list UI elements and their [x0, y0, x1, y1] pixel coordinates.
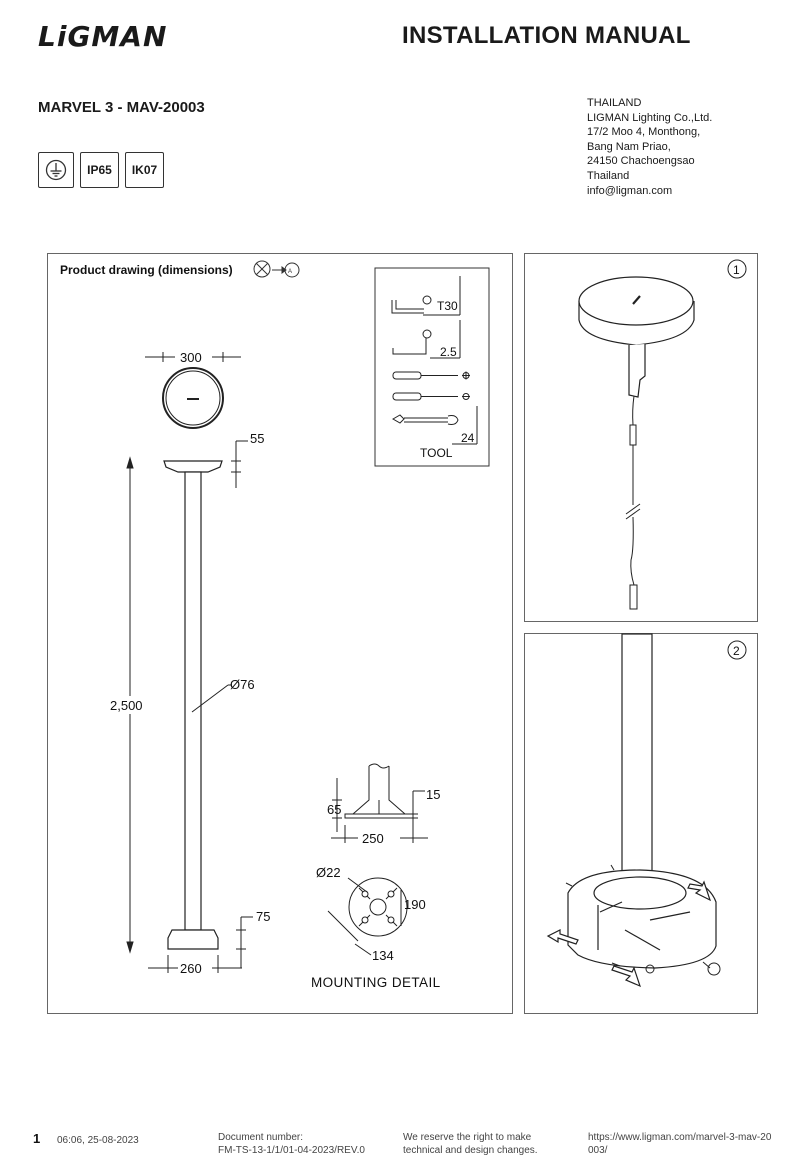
removal-arrows — [546, 880, 712, 988]
svg-text:A: A — [288, 269, 292, 275]
mounting-detail-label: MOUNTING DETAIL — [311, 975, 441, 990]
dim-22 — [347, 877, 368, 893]
dim-bolt-hole: Ø22 — [316, 865, 341, 880]
page-number: 1 — [33, 1131, 41, 1146]
dim-15 — [408, 790, 425, 830]
tool-t30-label: T30 — [437, 299, 458, 313]
dim-300 — [145, 352, 241, 362]
dim-260 — [148, 955, 242, 973]
dim-base-width: 260 — [180, 961, 202, 976]
address-line: Thailand — [587, 169, 630, 182]
document-number-label: Document number: — [218, 1132, 304, 1143]
dim-total-height: 2,500 — [110, 698, 143, 713]
dim-bolt-pitch-a: 190 — [404, 897, 426, 912]
hex-key-icon — [392, 320, 461, 359]
pole-base-drawing — [567, 633, 717, 969]
address-line: Bang Nam Priao, — [587, 140, 671, 153]
ip-rating-badge: IP65 — [80, 152, 119, 188]
step-2-label: 2 — [733, 644, 740, 658]
step-2-number — [727, 640, 747, 660]
step-1-number — [727, 259, 747, 279]
tools-icon: A — [253, 260, 300, 278]
luminaire-head-drawing — [578, 276, 695, 398]
earth-ground-icon — [38, 152, 74, 188]
address-line: 17/2 Moo 4, Monthong, — [587, 126, 701, 139]
disclaimer: We reserve the right to make technical a… — [403, 1132, 538, 1157]
tool-box — [374, 267, 490, 467]
tool-wrench-label: 24 — [461, 431, 475, 445]
dim-75 — [236, 916, 253, 968]
step-1-label: 1 — [733, 263, 740, 277]
dim-flange-thickness: 15 — [426, 787, 440, 802]
pole-side-view — [163, 460, 223, 950]
dim-134 — [327, 910, 372, 956]
address-line: 24150 Chachoengsao — [587, 155, 695, 168]
disclaimer-line: We reserve the right to make — [403, 1132, 532, 1143]
head-top-view — [162, 367, 224, 429]
dim-flange-height: 65 — [327, 802, 341, 817]
screws-drawing — [565, 864, 721, 976]
wrench-icon — [391, 406, 478, 445]
cable-drawing — [625, 395, 641, 610]
document-title: INSTALLATION MANUAL — [402, 22, 691, 49]
address-email: info@ligman.com — [587, 184, 673, 197]
product-url-line[interactable]: https://www.ligman.com/marvel-3-mav-20 — [588, 1132, 772, 1143]
tool-label: TOOL — [420, 446, 453, 460]
product-url-line[interactable]: 003/ — [588, 1144, 608, 1156]
flange-side-view — [344, 763, 414, 819]
dim-base-height: 75 — [256, 909, 270, 924]
ik-rating-badge: IK07 — [125, 152, 164, 188]
dim-pole-diameter: Ø76 — [230, 677, 255, 692]
address-line: THAILAND — [587, 97, 642, 109]
dim-65 — [332, 778, 342, 832]
torx-key-icon — [391, 276, 461, 316]
dim-head-diameter: 300 — [180, 350, 202, 365]
flange-top-view — [348, 877, 408, 937]
screwdriver-flat-icon — [392, 392, 470, 401]
address-line: LIGMAN Lighting Co.,Ltd. — [587, 111, 713, 124]
dim-76 — [191, 684, 232, 713]
product-name: MARVEL 3 - MAV-20003 — [38, 99, 205, 116]
drawing-heading: Product drawing (dimensions) — [60, 263, 233, 277]
document-number: Document number: FM-TS-13-1/1/01-04-2023… — [218, 1132, 365, 1157]
tool-hex-label: 2.5 — [440, 345, 457, 359]
dim-250 — [331, 825, 428, 843]
dim-flange-width: 250 — [362, 831, 384, 846]
dim-55 — [231, 440, 248, 488]
dim-bolt-pitch-b: 134 — [372, 948, 394, 963]
print-date: 06:06, 25-08-2023 — [57, 1135, 139, 1146]
brand-logo: LiGMAN — [38, 20, 168, 53]
disclaimer-line: technical and design changes. — [403, 1144, 538, 1156]
company-address: THAILAND LIGMAN Lighting Co.,Ltd. 17/2 M… — [587, 96, 712, 198]
document-number-value: FM-TS-13-1/1/01-04-2023/REV.0 — [218, 1144, 365, 1156]
dim-head-height: 55 — [250, 431, 264, 446]
product-drawing-panel — [47, 253, 513, 1014]
screwdriver-phillips-icon — [392, 371, 470, 380]
product-url[interactable]: https://www.ligman.com/marvel-3-mav-20 0… — [588, 1132, 771, 1157]
step-1-panel — [524, 253, 758, 622]
